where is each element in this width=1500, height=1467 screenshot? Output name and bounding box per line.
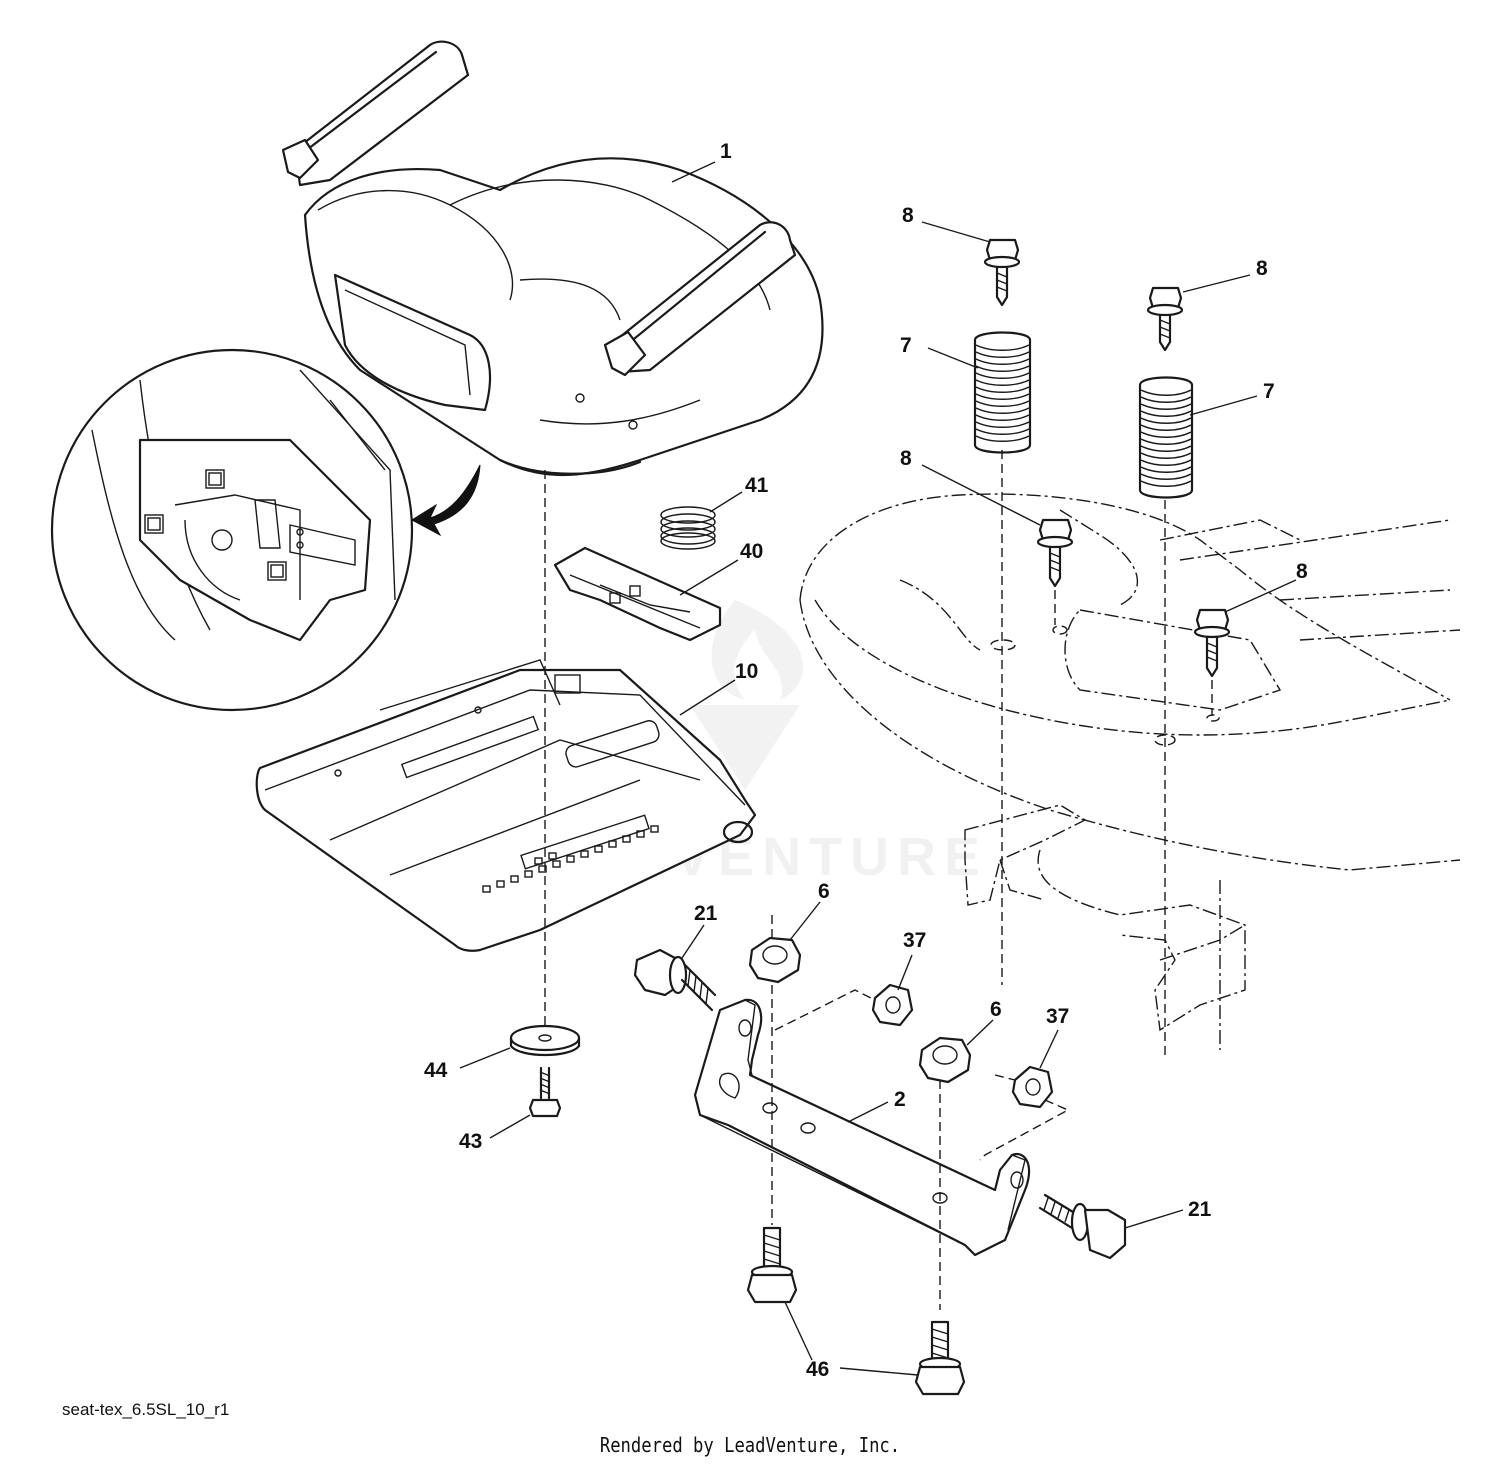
callout-8-b: 8 bbox=[1256, 257, 1268, 280]
callout-41: 41 bbox=[745, 474, 769, 497]
spring-7-b bbox=[1138, 376, 1194, 499]
seat-pan-10 bbox=[255, 659, 757, 952]
callout-21-b: 21 bbox=[1188, 1198, 1212, 1221]
callout-7-b: 7 bbox=[1263, 380, 1275, 403]
washer-44 bbox=[509, 1024, 581, 1056]
spring-41 bbox=[660, 506, 716, 550]
callout-8-d: 8 bbox=[1296, 560, 1308, 583]
callout-1: 1 bbox=[720, 140, 732, 163]
callout-6-a: 6 bbox=[818, 880, 830, 903]
centerline-nut37a bbox=[774, 989, 876, 1031]
bolt-46-a bbox=[746, 1226, 798, 1304]
figure-id: seat-tex_6.5SL_10_r1 bbox=[62, 1400, 230, 1419]
callout-2: 2 bbox=[894, 1088, 906, 1111]
fender-outline bbox=[799, 493, 1461, 871]
bolt-21-b bbox=[1038, 1193, 1127, 1260]
callout-labels: 1 8 8 8 8 7 7 41 40 10 21 21 6 6 37 37 4… bbox=[424, 140, 1308, 1381]
spring-7-a bbox=[973, 331, 1032, 454]
bolt-46-b bbox=[914, 1320, 966, 1396]
bolt-21-a bbox=[633, 948, 717, 1012]
detail-arrow-icon bbox=[411, 464, 481, 537]
nut-37-a bbox=[871, 983, 914, 1027]
callout-7-a: 7 bbox=[900, 334, 912, 357]
callout-37-b: 37 bbox=[1046, 1005, 1069, 1028]
nut-6-a bbox=[748, 936, 802, 984]
centerline-nut37b bbox=[979, 1074, 1070, 1161]
bolt-8-d bbox=[1193, 608, 1231, 678]
bolt-8-c bbox=[1036, 518, 1074, 588]
callout-43: 43 bbox=[459, 1130, 482, 1153]
callout-8-a: 8 bbox=[902, 204, 914, 227]
detail-inset bbox=[50, 348, 481, 712]
nut-6-b bbox=[918, 1036, 972, 1084]
callout-46: 46 bbox=[806, 1358, 829, 1381]
callout-10: 10 bbox=[735, 660, 758, 683]
mount-bracket-2 bbox=[693, 998, 1031, 1257]
nut-37-b bbox=[1011, 1065, 1054, 1109]
bolt-8-a bbox=[983, 238, 1021, 307]
frame-bracket bbox=[964, 804, 1246, 1050]
bolt-8-b bbox=[1146, 286, 1184, 352]
render-credit: Rendered by LeadVenture, Inc. bbox=[599, 1433, 901, 1457]
callout-21-a: 21 bbox=[694, 902, 718, 925]
callout-37-a: 37 bbox=[903, 929, 926, 952]
callout-6-b: 6 bbox=[990, 998, 1002, 1021]
seat-assembly bbox=[281, 40, 824, 477]
callout-8-c: 8 bbox=[900, 447, 912, 470]
callout-40: 40 bbox=[740, 540, 763, 563]
bolt-43 bbox=[528, 1066, 562, 1118]
leader-lines bbox=[459, 161, 1297, 1376]
callout-44: 44 bbox=[424, 1059, 448, 1082]
clip-40 bbox=[553, 546, 722, 642]
